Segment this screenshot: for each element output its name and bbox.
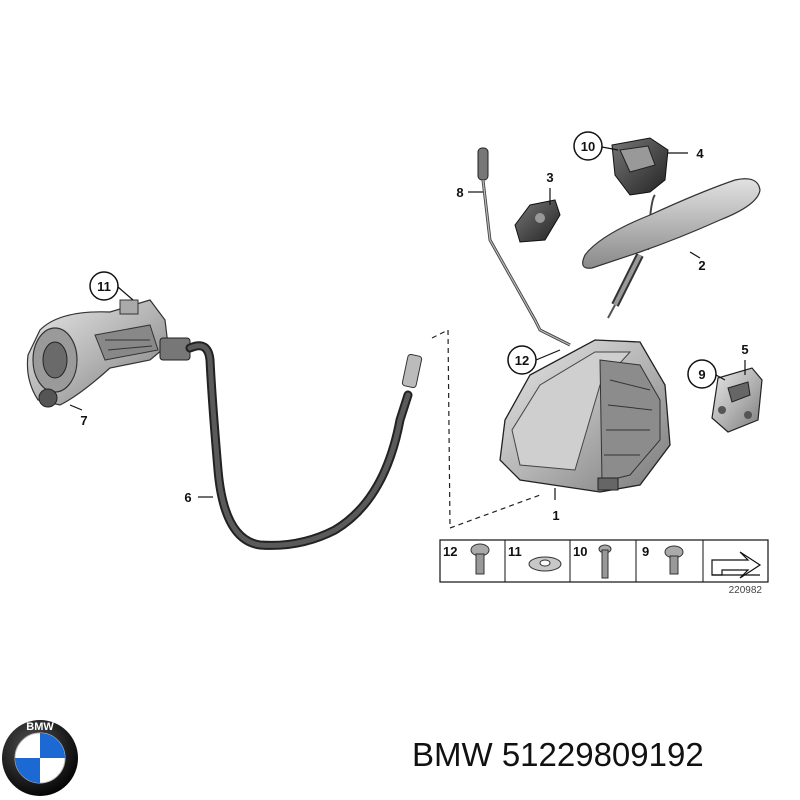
callout-7: 7 [80,413,87,428]
callout-10: 10 [581,139,595,154]
callout-4: 4 [696,146,704,161]
lock-striker [711,367,763,433]
callout-2: 2 [698,258,705,273]
callout-3: 3 [546,170,553,185]
callout-circles [89,131,717,389]
callout-6: 6 [184,490,191,505]
lock-cylinder-housing [26,299,169,408]
outer-door-handle [582,178,761,319]
bolt-10-icon [598,544,612,579]
callout-8: 8 [456,185,463,200]
fastener-label-12: 12 [443,544,457,559]
bmw-logo: BMW [2,720,78,796]
fastener-label-9: 9 [642,544,649,559]
callout-11: 11 [97,279,111,294]
fastener-label-11: 11 [508,544,522,559]
operating-rod [477,147,571,347]
handle-bracket-part3 [514,199,561,243]
callout-leaders [69,146,746,500]
bowden-cable [159,337,423,550]
screw-9-icon [664,545,684,575]
logo-lettering: BMW [26,721,54,733]
callout-1: 1 [552,508,559,523]
exchange-arrow-icon [711,551,762,579]
washer-11-icon [528,556,562,572]
part-number-title: BMW 51229809192 [412,736,704,773]
assembly-dashed-lines [431,329,541,529]
fastener-label-10: 10 [573,544,587,559]
diagram-number: 220982 [729,585,763,596]
callout-5: 5 [741,342,748,357]
door-lock-actuator [499,339,671,493]
screw-12-icon [470,543,490,575]
fastener-table: 12 11 10 9 220982 [439,539,769,596]
callout-12: 12 [515,353,529,368]
callout-9: 9 [698,367,705,382]
handle-carrier-part4 [611,137,669,196]
